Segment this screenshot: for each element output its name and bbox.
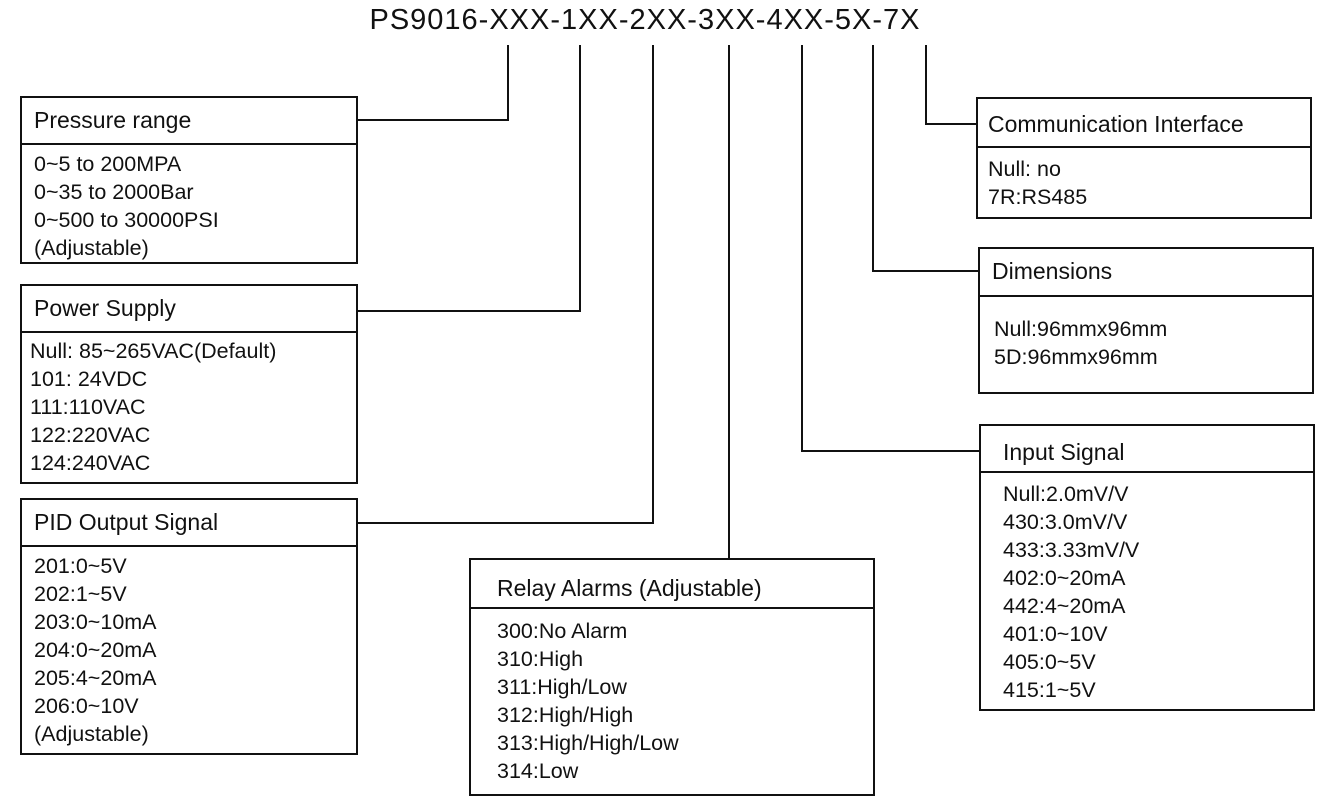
communication-interface-title: Communication Interface	[978, 99, 1310, 148]
pid-output-signal-title: PID Output Signal	[22, 500, 356, 547]
model-code-title: PS9016-XXX-1XX-2XX-3XX-4XX-5X-7X	[369, 4, 921, 36]
input-signal-title: Input Signal	[981, 426, 1313, 473]
input-signal-option: 442:4~20mA	[1003, 594, 1126, 618]
pressure-range-box: Pressure range 0~5 to 200MPA 0~35 to 200…	[20, 96, 358, 264]
pressure-range-option: 0~5 to 200MPA	[34, 152, 182, 176]
input-signal-options: Null:2.0mV/V 430:3.0mV/V 433:3.33mV/V 40…	[981, 473, 1313, 704]
pressure-range-option: (Adjustable)	[34, 236, 149, 260]
pid-output-option: (Adjustable)	[34, 722, 149, 746]
pressure-range-option: 0~500 to 30000PSI	[34, 208, 219, 232]
pid-output-option: 204:0~20mA	[34, 638, 157, 662]
power-supply-options: Null: 85~265VAC(Default) 101: 24VDC 111:…	[22, 333, 356, 477]
input-signal-option: 433:3.33mV/V	[1003, 538, 1140, 562]
relay-alarm-option: 311:High/Low	[497, 675, 627, 699]
pid-output-option: 203:0~10mA	[34, 610, 157, 634]
relay-alarms-options: 300:No Alarm 310:High 311:High/Low 312:H…	[471, 609, 873, 785]
power-supply-option: 101: 24VDC	[30, 367, 148, 391]
relay-alarm-option: 310:High	[497, 647, 584, 671]
power-supply-option: 122:220VAC	[30, 423, 151, 447]
pressure-range-title: Pressure range	[22, 98, 356, 145]
power-supply-box: Power Supply Null: 85~265VAC(Default) 10…	[20, 284, 358, 484]
pressure-range-option: 0~35 to 2000Bar	[34, 180, 194, 204]
pid-output-option: 201:0~5V	[34, 554, 127, 578]
relay-alarms-title: Relay Alarms (Adjustable)	[471, 560, 873, 609]
power-supply-title: Power Supply	[22, 286, 356, 333]
input-signal-box: Input Signal Null:2.0mV/V 430:3.0mV/V 43…	[979, 424, 1315, 711]
relay-alarm-option: 312:High/High	[497, 703, 634, 727]
pid-output-option: 205:4~20mA	[34, 666, 157, 690]
relay-alarms-box: Relay Alarms (Adjustable) 300:No Alarm 3…	[469, 558, 875, 796]
power-supply-option: 124:240VAC	[30, 451, 151, 475]
dimensions-box: Dimensions Null:96mmx96mm 5D:96mmx96mm	[978, 247, 1314, 394]
input-signal-option: 415:1~5V	[1003, 678, 1096, 702]
input-signal-option: Null:2.0mV/V	[1003, 482, 1129, 506]
pid-output-signal-options: 201:0~5V 202:1~5V 203:0~10mA 204:0~20mA …	[22, 547, 356, 748]
relay-alarm-option: 313:High/High/Low	[497, 731, 679, 755]
input-signal-option: 401:0~10V	[1003, 622, 1108, 646]
dimensions-options: Null:96mmx96mm 5D:96mmx96mm	[980, 297, 1312, 371]
communication-option: Null: no	[988, 157, 1061, 181]
input-signal-option: 402:0~20mA	[1003, 566, 1126, 590]
dimensions-option: 5D:96mmx96mm	[994, 345, 1158, 369]
pid-output-option: 206:0~10V	[34, 694, 139, 718]
pid-output-option: 202:1~5V	[34, 582, 127, 606]
communication-option: 7R:RS485	[988, 185, 1088, 209]
power-supply-option: Null: 85~265VAC(Default)	[30, 339, 277, 363]
input-signal-option: 430:3.0mV/V	[1003, 510, 1128, 534]
relay-alarm-option: 300:No Alarm	[497, 619, 628, 643]
pid-output-signal-box: PID Output Signal 201:0~5V 202:1~5V 203:…	[20, 498, 358, 755]
dimensions-option: Null:96mmx96mm	[994, 317, 1168, 341]
pressure-range-options: 0~5 to 200MPA 0~35 to 2000Bar 0~500 to 3…	[22, 145, 356, 262]
communication-interface-box: Communication Interface Null: no 7R:RS48…	[976, 97, 1312, 219]
communication-interface-options: Null: no 7R:RS485	[978, 148, 1310, 211]
input-signal-option: 405:0~5V	[1003, 650, 1096, 674]
relay-alarm-option: 314:Low	[497, 759, 579, 783]
power-supply-option: 111:110VAC	[30, 395, 146, 419]
dimensions-title: Dimensions	[980, 249, 1312, 297]
